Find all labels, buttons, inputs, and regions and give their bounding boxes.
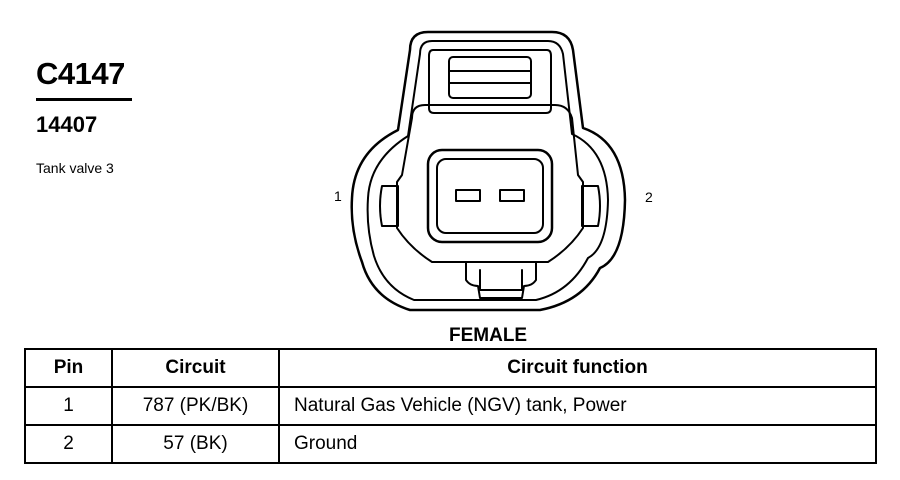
terminal-pin-1 <box>455 189 481 202</box>
row-circuit-function: Natural Gas Vehicle (NGV) tank, Power <box>278 386 877 426</box>
latch-tab <box>448 56 532 99</box>
bottom-key-notch <box>465 261 537 299</box>
table-row: 2 57 (BK) Ground <box>24 424 877 464</box>
terminal-cavity-inner <box>436 158 544 234</box>
housing-inner-outline <box>366 40 609 301</box>
table-header-row: Pin Circuit Circuit function <box>24 348 877 388</box>
right-side-rib <box>581 185 601 227</box>
pinout-table: Pin Circuit Circuit function 1 787 (PK/B… <box>24 348 877 464</box>
left-side-rib <box>379 185 399 227</box>
latch-outline <box>428 49 552 114</box>
row-pin: 1 <box>24 386 113 426</box>
connector-description: Tank valve 3 <box>36 160 114 176</box>
part-number: 14407 <box>36 112 98 137</box>
table-row: 1 787 (PK/BK) Natural Gas Vehicle (NGV) … <box>24 386 877 426</box>
housing-outer-outline <box>350 30 627 312</box>
row-circuit-function: Ground <box>278 424 877 464</box>
row-circuit: 787 (PK/BK) <box>111 386 280 426</box>
header-circuit: Circuit <box>111 348 280 388</box>
connector-id: C4147 <box>36 56 125 91</box>
row-circuit: 57 (BK) <box>111 424 280 464</box>
pin-label-2: 2 <box>645 189 653 205</box>
title-underline <box>36 98 132 101</box>
terminal-pin-2 <box>499 189 525 202</box>
contour-recess <box>396 104 584 263</box>
header-circuit-function: Circuit function <box>278 348 877 388</box>
connector-gender-label: FEMALE <box>449 325 528 346</box>
row-pin: 2 <box>24 424 113 464</box>
connector-face-diagram <box>350 30 627 312</box>
bottom-key-inner <box>479 269 523 291</box>
pin-label-1: 1 <box>334 188 342 204</box>
header-pin: Pin <box>24 348 113 388</box>
terminal-cavity <box>426 148 554 244</box>
